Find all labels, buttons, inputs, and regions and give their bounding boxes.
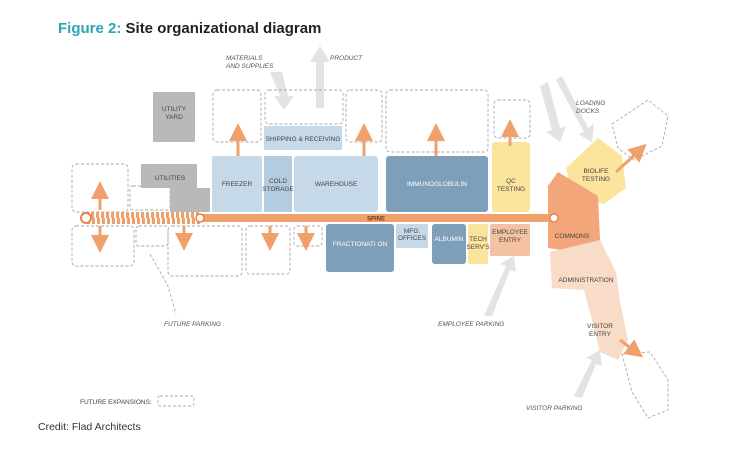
expansion-area (264, 89, 344, 125)
future-parking-leader (149, 253, 177, 315)
expansion-area (293, 225, 323, 247)
commons-block (548, 172, 600, 252)
figure-title-text: Site organizational diagram (125, 20, 322, 37)
circulation-arrows (91, 119, 647, 358)
albumin-label: ALBUMIN (435, 236, 464, 243)
immunoglobulin-block (386, 156, 488, 212)
figure-label: Figure 2: (58, 20, 122, 37)
albumin-block (432, 224, 466, 264)
future-parking-annotation: FUTURE PARKING (164, 321, 221, 328)
spine-end-node-east (549, 213, 559, 223)
utility-yard-block (153, 92, 195, 142)
product-annotation: PRODUCT (330, 55, 363, 62)
expansion-area (167, 225, 243, 277)
utility-blocks (141, 92, 210, 212)
fractionation-block (326, 224, 394, 272)
loading-arrow-2 (556, 76, 594, 142)
expansion-area (129, 185, 171, 211)
freezer-block (212, 156, 262, 212)
spine (80, 212, 559, 224)
arrow-visitor (619, 338, 644, 358)
tech-servs-block (468, 224, 488, 264)
loading-arrow-1 (540, 82, 566, 142)
visitor-parking-arrow (574, 350, 602, 398)
expansion-area (71, 225, 135, 267)
expansion-area (245, 225, 291, 275)
credit-text: Credit: Flad Architects (38, 421, 141, 433)
expansion-area (493, 99, 531, 139)
visitor-entry-block (584, 290, 628, 360)
immunoglobulin-label: IMMUNOGLOBULIN (407, 181, 467, 188)
spine-dashed-segment (83, 212, 203, 224)
commons-label: COMMONS (555, 233, 590, 240)
freezer-label: FREEZER (222, 181, 253, 188)
administration-block (550, 240, 620, 306)
legend-swatch (157, 395, 195, 407)
spine-node-mid (195, 213, 205, 223)
mfg-offices-block (396, 224, 428, 248)
product-arrow (310, 46, 330, 108)
figure-title: Figure 2: Site organizational diagram (58, 20, 321, 37)
spine-corridor (200, 214, 554, 222)
shipping-label: SHIPPING & RECEIVING (266, 136, 341, 143)
utilities-block (141, 164, 197, 188)
shipping-receiving-block (264, 126, 342, 150)
qc-testing-block (492, 142, 530, 212)
fractionation-label: FRACTIONATI ON (333, 241, 388, 248)
flow-arrows-grey (270, 46, 602, 398)
cold-storage-block (264, 156, 292, 212)
warehouse-block (294, 156, 378, 212)
utilities-block-lower (170, 188, 210, 212)
expansion-area (345, 89, 383, 143)
expansion-area (135, 225, 169, 247)
spine-label: SPINE (367, 217, 385, 223)
visitor-parking-annotation: VISITOR PARKING (526, 405, 582, 412)
employee-parking-arrow (484, 256, 516, 316)
spine-end-node-west (80, 212, 92, 224)
mfg-offices-label: MFG.OFFICES (398, 228, 427, 242)
employee-parking-annotation: EMPLOYEE PARKING (438, 321, 504, 328)
legend-label: FUTURE EXPANSIONS: (80, 399, 152, 406)
utilities-label: UTILITIES (155, 175, 186, 182)
arrow-biolife (614, 143, 647, 174)
employee-entry-block (490, 224, 530, 256)
warehouse-label: WAREHOUSE (315, 181, 358, 188)
expansion-area (621, 351, 669, 419)
administration-label: ADMINISTRATION (558, 277, 613, 284)
materials-arrow (270, 72, 294, 110)
expansion-area (611, 99, 669, 161)
